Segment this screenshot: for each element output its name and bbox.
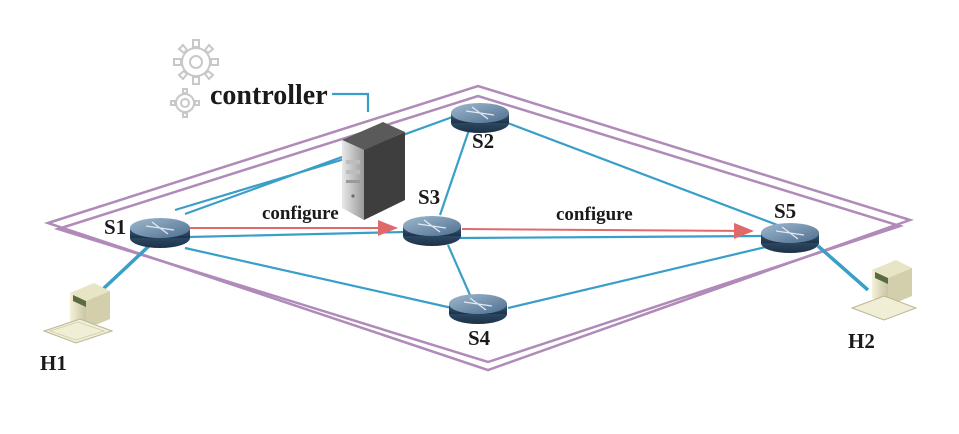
- switch-s1[interactable]: [130, 218, 190, 248]
- server-tower-icon: [342, 122, 405, 220]
- label-s3: S3: [418, 185, 440, 209]
- arrow-s3-s5: [461, 222, 754, 239]
- gear-icon-large: [173, 39, 219, 85]
- switch-s2[interactable]: [451, 103, 509, 133]
- plane-outer: [43, 84, 914, 372]
- link-s2-s5: [504, 120, 781, 228]
- link-h1-s1: [100, 243, 152, 292]
- label-s1: S1: [104, 215, 126, 239]
- configure-label-right: configure: [556, 204, 633, 225]
- link-s1-s3: [187, 230, 406, 239]
- configure-arrows: [190, 220, 754, 239]
- switch-s4[interactable]: [449, 294, 507, 324]
- link-s2-s3: [438, 126, 472, 216]
- desktop-computer-icon: [42, 283, 114, 344]
- host-h1[interactable]: [42, 283, 114, 344]
- link-s5-h2: [816, 244, 870, 292]
- plane-inner: [53, 94, 905, 364]
- data-plane: [43, 84, 914, 372]
- switch-s3[interactable]: [403, 216, 461, 246]
- controller-callout-line: [332, 92, 370, 112]
- link-s1-s4: [184, 246, 453, 310]
- configure-label-left: configure: [262, 203, 339, 224]
- gear-icon-small: [170, 88, 200, 118]
- link-s3-s5: [459, 234, 766, 240]
- controller-label: controller: [210, 80, 328, 111]
- desktop-computer-icon: [850, 260, 918, 321]
- link-s3-s4: [446, 244, 472, 296]
- link-s1-controller: [174, 156, 349, 212]
- switch-s5[interactable]: [761, 223, 819, 253]
- label-h1: H1: [40, 351, 67, 375]
- label-h2: H2: [848, 329, 875, 353]
- label-s5: S5: [774, 199, 796, 223]
- label-s4: S4: [468, 326, 491, 350]
- label-s2: S2: [472, 129, 494, 153]
- link-s4-s5: [507, 244, 771, 310]
- link-s1-s2: [184, 113, 459, 216]
- links: [100, 92, 870, 310]
- host-h2[interactable]: [850, 260, 918, 321]
- gear-icon: [170, 39, 219, 118]
